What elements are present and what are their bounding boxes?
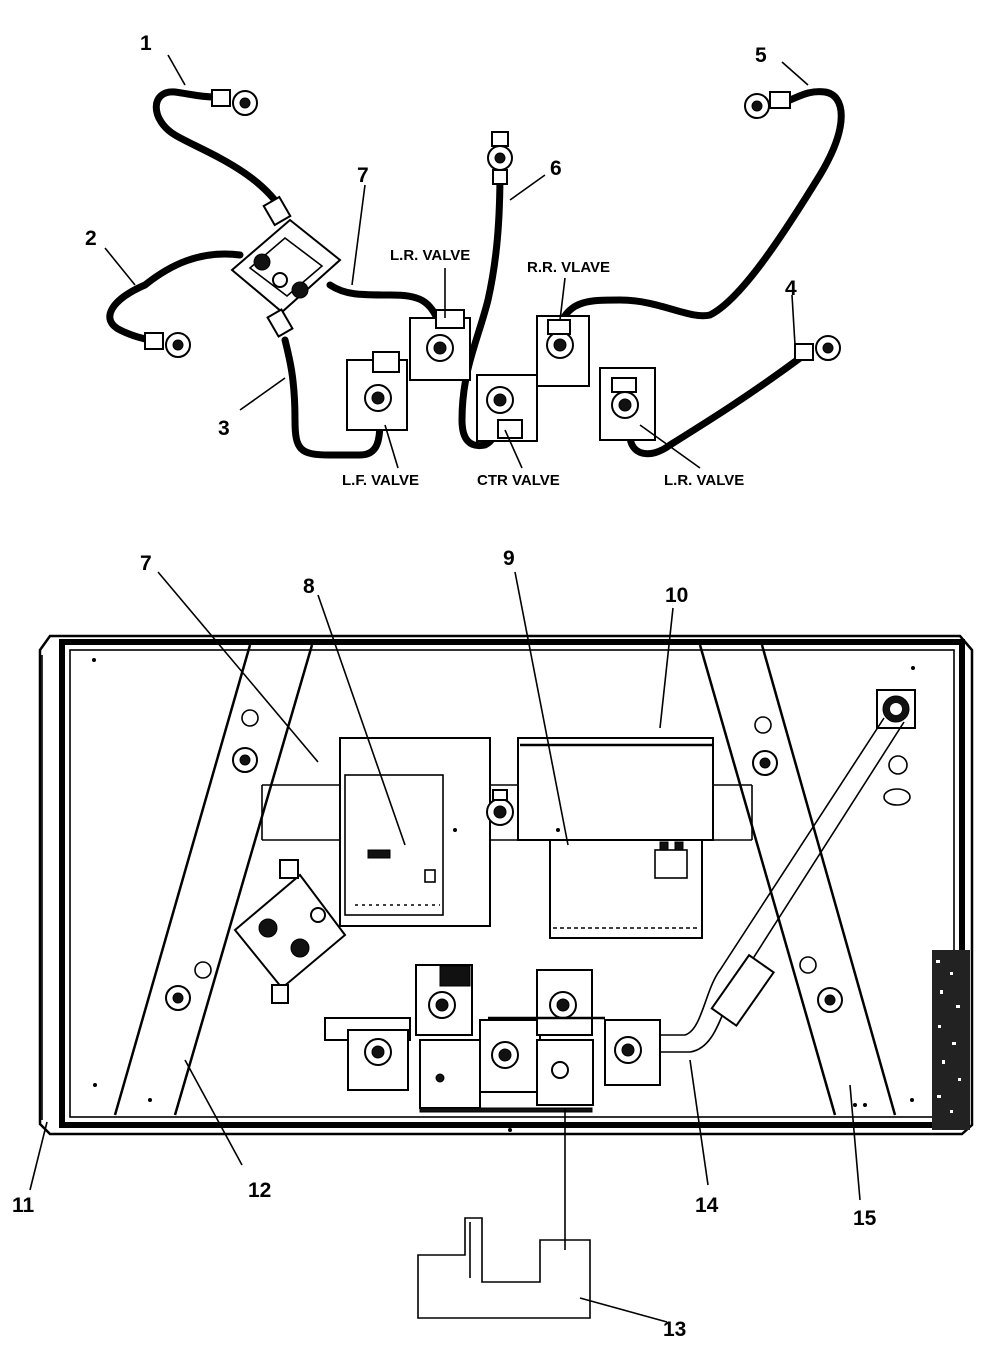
panel-edge-texture	[932, 950, 970, 1130]
lr-valve-upper-right	[599, 367, 656, 441]
bracket-13	[417, 1108, 591, 1319]
rr-valve-upper	[536, 315, 590, 387]
lf-valve-upper	[346, 351, 408, 431]
tube-14	[655, 717, 885, 1036]
hose-5-fitting	[744, 91, 791, 119]
hose-4	[626, 354, 804, 458]
lr-valve-upper	[409, 309, 471, 381]
hose-3	[281, 336, 384, 459]
callout-1: 1	[140, 32, 152, 55]
panel-fitting-right-upper	[752, 716, 778, 776]
panel-inner-frame	[59, 639, 965, 1128]
callout-4: 4	[785, 277, 797, 300]
bulkhead-fitting	[876, 689, 916, 806]
callout-2: 2	[85, 227, 97, 250]
callout-13: 13	[663, 1318, 686, 1341]
mounting-strap-left	[113, 644, 314, 1116]
callout-6: 6	[550, 157, 562, 180]
panel-fitting-right-lower	[799, 956, 843, 1013]
callout-12: 12	[248, 1179, 271, 1202]
callout-7-upper: 7	[357, 164, 369, 187]
valve-label-lf: L.F. VALVE	[342, 472, 419, 489]
hose-2	[106, 250, 244, 344]
callout-7-lower: 7	[140, 552, 152, 575]
valve-label-lr-bottom: L.R. VALVE	[664, 472, 744, 489]
valve-label-rr-top: R.R. VLAVE	[527, 259, 610, 276]
valve-label-ctr: CTR VALVE	[477, 472, 560, 489]
hose-5	[556, 88, 845, 329]
hose-4-fitting	[794, 335, 841, 361]
hose-6	[458, 166, 504, 450]
center-fitting	[486, 789, 514, 826]
mounting-strap-right	[698, 644, 897, 1116]
valve-label-lr-top: L.R. VALVE	[390, 247, 470, 264]
hose-1-fitting	[211, 89, 258, 116]
circuit-board	[339, 737, 491, 927]
valve-cluster	[324, 964, 661, 1113]
panel-fitting-left-upper	[232, 709, 259, 773]
callout-15: 15	[853, 1207, 877, 1230]
lower-panel-assembly	[38, 634, 974, 1136]
panel-outer-frame	[38, 634, 974, 1136]
callout-10: 10	[665, 584, 688, 607]
hose-6-fitting	[487, 131, 513, 185]
ctr-valve-upper	[476, 374, 538, 442]
hose-1	[152, 88, 289, 219]
lower-leader-lines	[29, 571, 861, 1323]
upper-hose-assembly	[104, 54, 845, 469]
upper-leader-lines	[104, 54, 809, 469]
callout-5: 5	[755, 44, 767, 67]
callout-11: 11	[12, 1194, 35, 1217]
callout-14: 14	[695, 1194, 719, 1217]
distribution-block	[230, 195, 342, 338]
hose-7-upper	[326, 281, 444, 329]
relay-module	[549, 839, 703, 939]
distribution-block-lower	[233, 859, 347, 1004]
mounting-holes	[92, 658, 915, 1132]
panel-fitting-left-lower	[165, 961, 212, 1011]
callout-8: 8	[303, 575, 315, 598]
tube-clamp	[710, 953, 776, 1028]
hose-2-fitting	[144, 332, 191, 358]
callout-9: 9	[503, 547, 515, 570]
control-module	[517, 737, 714, 841]
callout-3: 3	[218, 417, 230, 440]
